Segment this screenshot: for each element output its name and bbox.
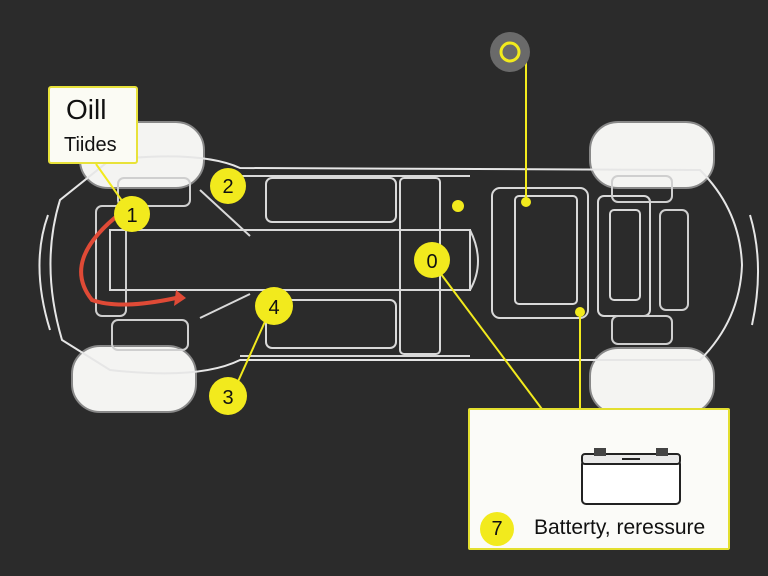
battery-icon bbox=[581, 448, 681, 505]
marker-2: 2 bbox=[210, 168, 246, 204]
battery-callout-panel: 7 Batterty, reressure bbox=[468, 408, 730, 550]
marker-3-label: 3 bbox=[222, 387, 233, 409]
marker-dot-tank bbox=[521, 197, 531, 207]
battery-caption: Batterty, reressure bbox=[534, 516, 706, 539]
target-marker bbox=[490, 32, 530, 72]
oil-line-arrowhead bbox=[174, 290, 186, 306]
marker-4: 4 bbox=[255, 287, 293, 325]
marker-1-label: 1 bbox=[126, 205, 137, 227]
rear-suspension bbox=[611, 175, 689, 345]
caption-badge: 7 bbox=[480, 512, 514, 546]
marker-1: 1 bbox=[114, 196, 150, 232]
car-body-outline bbox=[38, 155, 760, 375]
oil-tides-label-box: Oill Tiides bbox=[48, 86, 138, 164]
tire-rear-left bbox=[71, 345, 197, 413]
marker-4-label: 4 bbox=[268, 297, 279, 319]
tire-front-right bbox=[589, 121, 715, 189]
oil-line-arrow bbox=[79, 210, 177, 307]
label-box-title: Oill bbox=[66, 94, 107, 125]
label-box-subtitle: Tiides bbox=[64, 134, 117, 156]
marker-dot-battery bbox=[575, 307, 585, 317]
marker-0-label: 0 bbox=[426, 251, 437, 273]
marker-3: 3 bbox=[209, 377, 247, 415]
marker-dot-brake bbox=[452, 200, 464, 212]
marker-0: 0 bbox=[414, 242, 450, 278]
tire-rear-right bbox=[589, 347, 715, 415]
front-suspension bbox=[95, 177, 191, 351]
marker-2-label: 2 bbox=[222, 176, 233, 198]
chassis-frame bbox=[109, 175, 651, 357]
